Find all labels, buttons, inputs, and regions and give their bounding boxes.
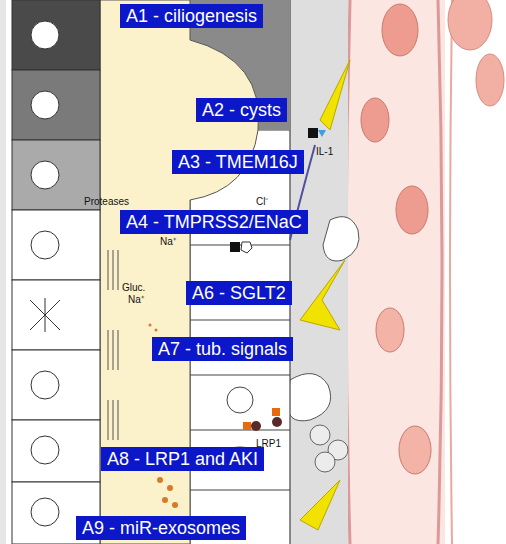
annotation: Na⁺ bbox=[160, 236, 176, 247]
label-box: A9 - miR-exosomes bbox=[76, 516, 246, 540]
label-text: A1 - ciliogenesis bbox=[126, 6, 257, 26]
annotation: Na⁺ bbox=[128, 294, 144, 305]
label-box: A6 - SGLT2 bbox=[186, 281, 292, 305]
label-text: A7 - tub. signals bbox=[158, 339, 287, 359]
annotation: Cl⁻ bbox=[256, 196, 268, 207]
label-box: A3 - TMEM16J bbox=[172, 150, 304, 174]
annotation: Gluc. bbox=[122, 282, 145, 293]
label-text: A3 - TMEM16J bbox=[178, 152, 298, 172]
annotation: LRP1 bbox=[256, 438, 281, 449]
label-text: A9 - miR-exosomes bbox=[82, 518, 240, 538]
label-box: A1 - ciliogenesis bbox=[120, 4, 263, 28]
label-box: A4 - TMPRSS2/ENaC bbox=[120, 210, 308, 234]
annotation: Proteases bbox=[84, 196, 129, 207]
label-text: A2 - cysts bbox=[202, 100, 281, 120]
label-text: A6 - SGLT2 bbox=[192, 283, 286, 303]
label-text: A4 - TMPRSS2/ENaC bbox=[126, 212, 302, 232]
label-box: A2 - cysts bbox=[196, 98, 287, 122]
label-box: A8 - LRP1 and AKI bbox=[101, 447, 264, 471]
annotation: IL-1 bbox=[316, 146, 333, 157]
label-text: A8 - LRP1 and AKI bbox=[107, 449, 258, 469]
label-box: A7 - tub. signals bbox=[152, 337, 293, 361]
